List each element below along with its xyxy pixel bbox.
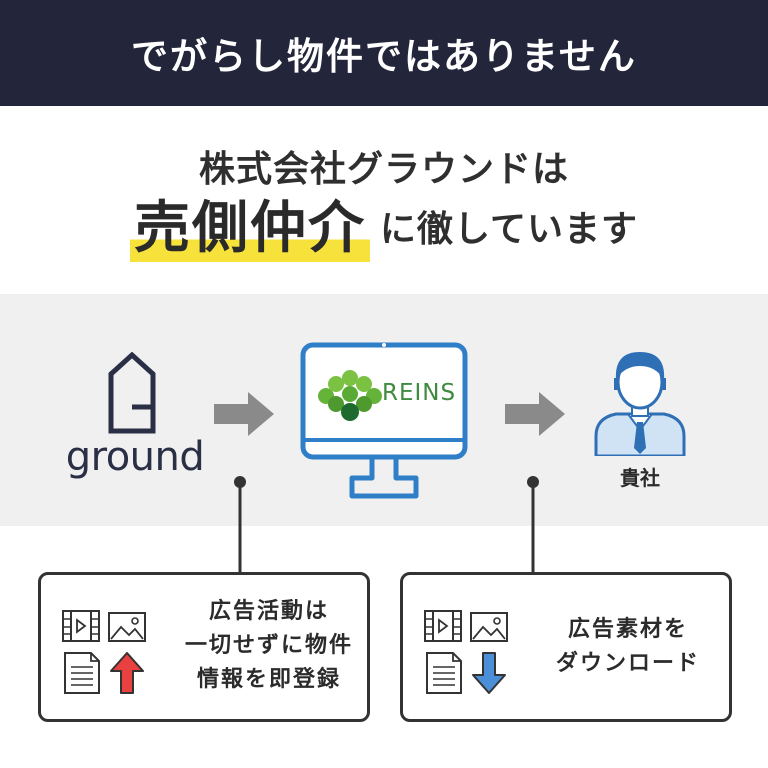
headline-rest: に徹しています xyxy=(380,209,638,250)
reins-text: REINS xyxy=(382,380,457,406)
headline-main: 売側仲介 に徹しています xyxy=(0,196,768,262)
listing-line-1: 広告活動は xyxy=(208,599,329,624)
flow-arrow-right-icon xyxy=(505,392,565,436)
connector-right xyxy=(527,476,539,574)
image-file-icon xyxy=(108,612,146,642)
image-file-icon xyxy=(470,612,508,642)
listing-line-3: 情報を即登録 xyxy=(196,667,341,692)
banner-text: でがらし物件ではありません xyxy=(131,35,637,78)
headline-company: 株式会社グラウンドは xyxy=(198,149,569,190)
download-description: 広告素材を ダウンロード xyxy=(533,613,723,681)
flow-arrow-right-icon xyxy=(214,392,274,436)
client-person-icon xyxy=(594,352,686,456)
headline-highlight: 売側仲介 xyxy=(130,196,371,262)
reins-logo-mark-icon xyxy=(318,370,382,421)
listing-description: 広告活動は 一切せずに物件 情報を即登録 xyxy=(179,595,359,697)
ground-logo-mark-icon xyxy=(108,352,156,434)
ground-logo: ground xyxy=(60,352,210,482)
upload-arrow-icon xyxy=(110,652,144,694)
download-line-2: ダウンロード xyxy=(555,651,700,676)
listing-line-2: 一切せずに物件 xyxy=(184,633,353,658)
info-box-listing: 広告活動は 一切せずに物件 情報を即登録 xyxy=(38,572,370,722)
connector-left xyxy=(234,476,246,574)
ground-logo-word: ground xyxy=(65,434,205,480)
download-line-1: 広告素材を xyxy=(567,617,688,642)
monitor-icon xyxy=(300,342,468,499)
media-icons xyxy=(62,610,146,694)
document-icon xyxy=(64,652,100,694)
document-icon xyxy=(426,652,462,694)
video-file-icon xyxy=(424,610,462,642)
download-arrow-icon xyxy=(472,652,506,694)
info-box-download: 広告素材を ダウンロード xyxy=(400,572,732,722)
video-file-icon xyxy=(62,610,100,642)
top-banner: でがらし物件ではありません xyxy=(0,0,768,106)
client-label: 貴社 xyxy=(620,466,660,490)
media-icons xyxy=(424,610,508,694)
